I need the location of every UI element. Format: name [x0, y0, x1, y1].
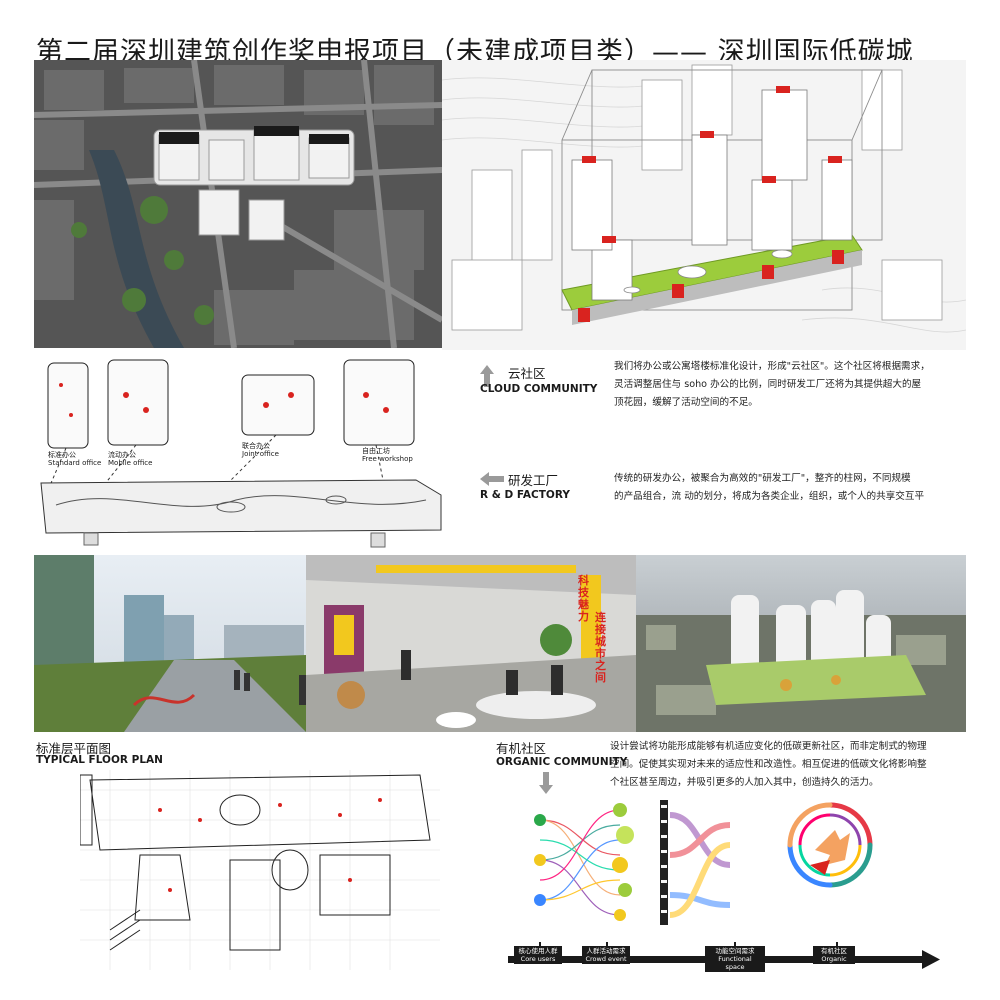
stage-cn: 功能空间需求	[715, 947, 755, 955]
cycle-diagram	[780, 795, 880, 935]
factory-description: 传统的研发办公，被聚合为高效的"研发工厂"，整齐的柱网，不同规模 的产品组合，流…	[614, 470, 924, 506]
cloud-description: 我们将办公或公寓塔楼标准化设计，形成"云社区"。这个社区将根据需求， 灵活调整居…	[614, 358, 930, 412]
down-arrow-icon	[539, 772, 553, 794]
timeline-stage: 核心使用人群 Core users	[514, 946, 562, 964]
timeline-stage: 功能空间需求 Functional space	[705, 946, 765, 972]
desc-line: 传统的研发办公，被聚合为高效的"研发工厂"，整齐的柱网，不同规模	[614, 473, 911, 484]
organic-description: 设计尝试将功能形成能够有机适应变化的低碳更新社区，而非定制式的物理 空间。促使其…	[610, 738, 927, 792]
factory-title-cn: 研发工厂	[508, 473, 559, 488]
banner-text-2: 连接城市之间	[595, 611, 606, 684]
floorplan-title-en: TYPICAL FLOOR PLAN	[36, 754, 163, 766]
left-arrow-icon	[480, 472, 504, 486]
typical-floor-plan	[80, 770, 440, 970]
site-plan-map	[34, 60, 442, 348]
stage-en: Organic	[821, 955, 847, 963]
cloud-title-en: CLOUD COMMUNITY	[480, 383, 598, 395]
office-type-label: 联合办公 Joint office	[242, 442, 279, 458]
timeline-stage: 有机社区 Organic	[813, 946, 855, 964]
office-types-diagram	[36, 355, 446, 560]
office-type-cn: 标准办公	[48, 451, 76, 459]
floorplan-title-cn: 标准层平面图	[36, 741, 112, 756]
desc-line: 顶花园，缓解了活动空间的不足。	[614, 397, 758, 408]
timeline-stage: 人群活动需求 Crowd event	[582, 946, 630, 964]
office-type-en: Joint office	[242, 450, 279, 458]
stage-cn: 人群活动需求	[586, 947, 626, 955]
stage-en: Core users	[520, 955, 556, 963]
office-type-label: 自由工坊 Free workshop	[362, 447, 413, 463]
desc-line: 空间。促使其实现对未来的适应性和改造性。相互促进的低碳文化将影响整	[610, 759, 927, 770]
desc-line: 设计尝试将功能形成能够有机适应变化的低碳更新社区，而非定制式的物理	[610, 741, 927, 752]
office-type-cn: 联合办公	[242, 442, 270, 450]
desc-line: 的产品组合，流 动的划分，将成为各类企业，组织，或个人的共享交互平	[614, 491, 925, 502]
cloud-title-cn: 云社区	[508, 366, 546, 381]
office-type-cn: 流动办公	[108, 451, 136, 459]
stage-cn: 核心使用人群	[518, 947, 558, 955]
office-type-en: Free workshop	[362, 455, 413, 463]
flow-diagram	[520, 795, 760, 940]
banner-text-1: 科技魅力	[578, 574, 589, 623]
desc-line: 个社区甚至周边，并吸引更多的人加入其中，创造持久的活力。	[610, 777, 879, 788]
stage-en: Crowd event	[585, 955, 627, 963]
desc-line: 我们将办公或公寓塔楼标准化设计，形成"云社区"。这个社区将根据需求，	[614, 361, 930, 372]
office-type-label: 流动办公 Mobile office	[108, 451, 152, 467]
rendering-walkway	[34, 555, 306, 732]
up-arrow-icon	[480, 365, 494, 387]
stage-en: Functional space	[718, 955, 752, 971]
desc-line: 灵活调整居住与 soho 办公的比例，同时研发工厂还将为其提供超大的屋	[614, 379, 922, 390]
office-type-en: Standard office	[48, 459, 102, 467]
office-type-en: Mobile office	[108, 459, 153, 467]
stage-cn: 有机社区	[821, 947, 847, 955]
rendering-aerial	[636, 555, 966, 732]
rendering-interior	[306, 555, 636, 732]
axonometric-diagram	[442, 60, 966, 350]
factory-title-en: R & D FACTORY	[480, 489, 570, 501]
office-type-cn: 自由工坊	[362, 447, 390, 455]
organic-title-en: ORGANIC COMMUNITY	[496, 756, 628, 768]
organic-title-cn: 有机社区	[496, 741, 547, 756]
office-type-label: 标准办公 Standard office	[48, 451, 101, 467]
